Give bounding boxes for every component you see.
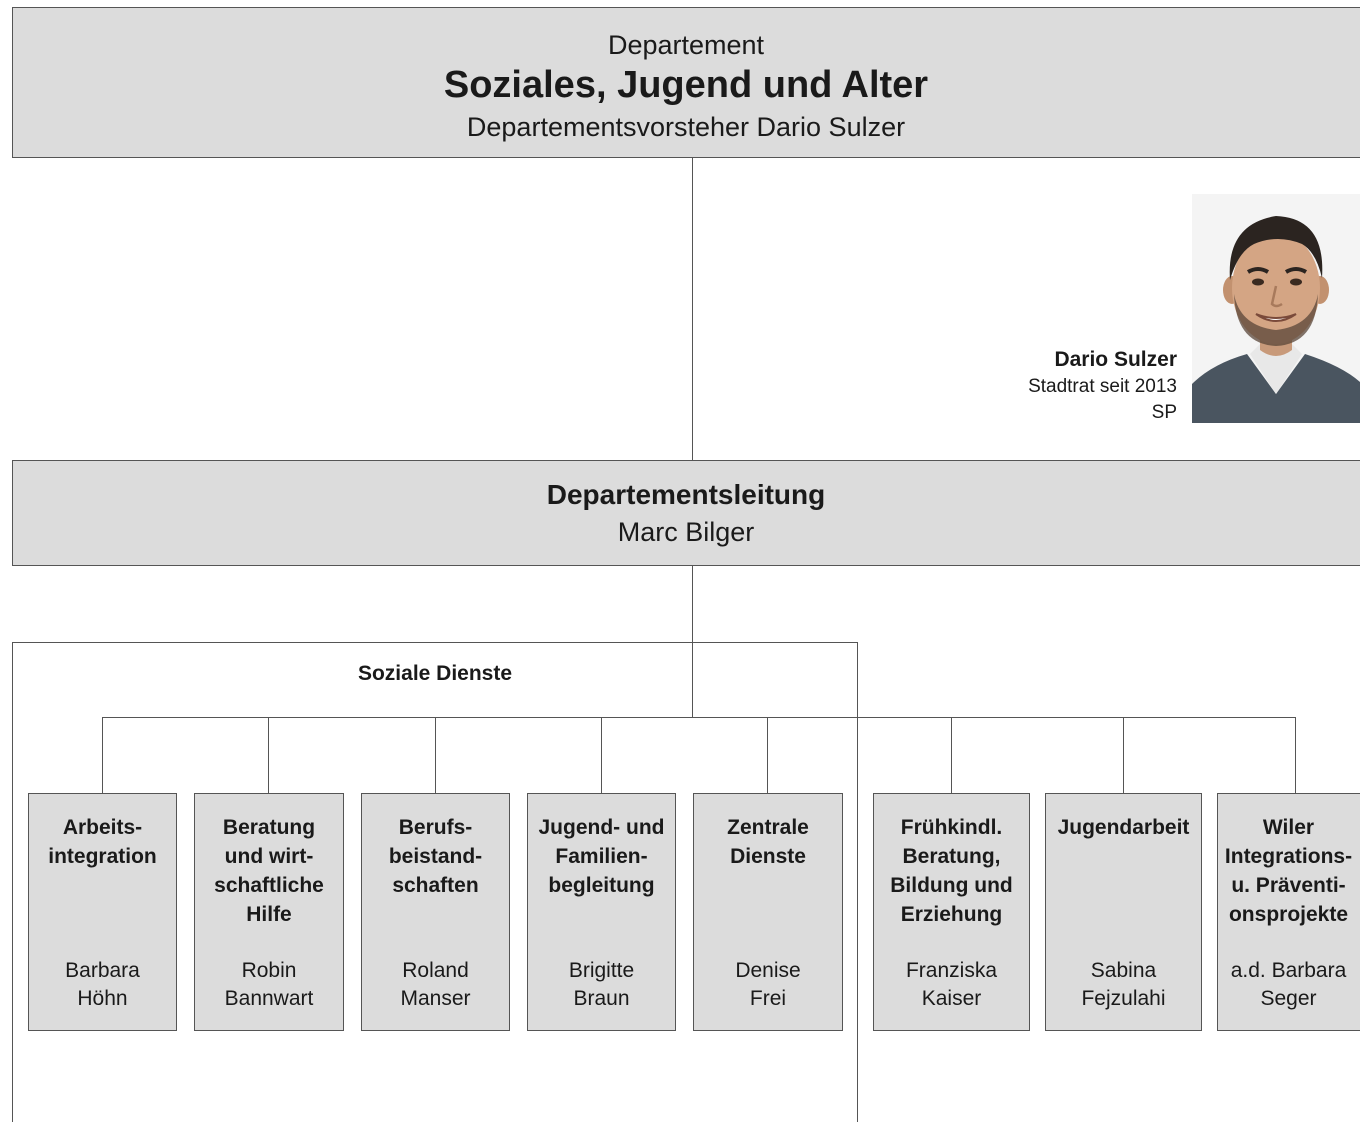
management-title: Departementsleitung: [546, 479, 826, 510]
unit-name-line: Beratung: [222, 816, 316, 839]
unit-name-line: Dienste: [730, 845, 806, 868]
unit-box-fruehkindl-beratung: Frühkindl. Beratung, Bildung und Erziehu…: [873, 793, 1030, 1031]
unit-head: a.d. Barbara Seger: [1218, 957, 1359, 1013]
unit-name-line: Hilfe: [246, 903, 292, 926]
unit-head-line: Franziska: [905, 959, 998, 982]
drop-unit-2: [268, 717, 269, 793]
unit-name-line: Arbeits-: [62, 816, 143, 839]
unit-box-beratung-wirtschaftliche-hilfe: Beratung und wirt- schaftliche Hilfe Rob…: [194, 793, 344, 1031]
unit-name: Jugend- und Familien- begleitung: [528, 813, 675, 900]
unit-head-line: Bannwart: [224, 987, 314, 1010]
drop-unit-7: [1123, 717, 1124, 793]
department-head-line: Departementsvorsteher Dario Sulzer: [466, 112, 906, 142]
unit-head-line: Kaiser: [921, 987, 982, 1010]
unit-name: Zentrale Dienste: [694, 813, 842, 871]
unit-head-line: Denise: [735, 959, 801, 982]
unit-box-berufsbeistandschaften: Berufs- beistand- schaften Roland Manser: [361, 793, 510, 1031]
drop-unit-5: [767, 717, 768, 793]
unit-head: Barbara Höhn: [29, 957, 176, 1013]
management-box: Departementsleitung Marc Bilger: [12, 460, 1360, 566]
portrait-illustration: [1192, 194, 1360, 423]
unit-name-line: Beratung,: [902, 845, 1001, 868]
unit-head-line: Fejzulahi: [1081, 987, 1166, 1010]
unit-name: Arbeits- integration: [29, 813, 176, 871]
councillor-since: Stadtrat seit 2013: [1028, 376, 1177, 397]
unit-head-line: Braun: [573, 987, 630, 1010]
drop-unit-3: [435, 717, 436, 793]
unit-name-line: schaften: [392, 874, 479, 897]
unit-head-line: a.d. Barbara: [1230, 959, 1347, 982]
drop-unit-8: [1295, 717, 1296, 793]
unit-box-jugendarbeit: Jugendarbeit Sabina Fejzulahi: [1045, 793, 1202, 1031]
unit-name-line: Familien-: [555, 845, 648, 868]
unit-name-line: und wirt-: [224, 845, 314, 868]
unit-head-line: Robin: [241, 959, 297, 982]
department-name: Soziales, Jugend und Alter: [443, 64, 929, 106]
unit-name: Jugendarbeit: [1046, 813, 1201, 842]
unit-head: Sabina Fejzulahi: [1046, 957, 1201, 1013]
unit-name: Berufs- beistand- schaften: [362, 813, 509, 900]
unit-head-line: Manser: [400, 987, 471, 1010]
unit-head-line: Brigitte: [568, 959, 635, 982]
unit-head-line: Roland: [402, 959, 469, 982]
unit-name-line: Erziehung: [900, 903, 1003, 926]
unit-head-line: Höhn: [77, 987, 128, 1010]
department-prefix: Departement: [607, 30, 765, 60]
unit-name-line: onsprojekte: [1228, 903, 1349, 926]
unit-head-line: Sabina: [1090, 959, 1157, 982]
unit-head: Denise Frei: [694, 957, 842, 1013]
unit-head: Brigitte Braun: [528, 957, 675, 1013]
unit-head: Roland Manser: [362, 957, 509, 1013]
management-head: Marc Bilger: [617, 517, 755, 547]
unit-name-line: Frühkindl.: [900, 816, 1003, 839]
unit-name-line: schaftliche: [214, 874, 324, 897]
unit-name-line: begleitung: [548, 874, 655, 897]
units-distribution-bar: [102, 717, 1296, 718]
unit-head: Franziska Kaiser: [874, 957, 1029, 1013]
unit-name-line: integration: [48, 845, 157, 868]
unit-name: Wiler Integrations- u. Präventi- onsproj…: [1218, 813, 1359, 929]
unit-box-zentrale-dienste: Zentrale Dienste Denise Frei: [693, 793, 843, 1031]
portrait-photo: [1192, 194, 1360, 423]
unit-name: Beratung und wirt- schaftliche Hilfe: [195, 813, 343, 929]
unit-name-line: Wiler: [1262, 816, 1315, 839]
group-title: Soziale Dienste: [357, 662, 513, 685]
councillor-party: SP: [1151, 402, 1177, 423]
department-box: Departement Soziales, Jugend und Alter D…: [12, 7, 1360, 158]
drop-unit-1: [102, 717, 103, 793]
unit-box-wiler-integrationsprojekte: Wiler Integrations- u. Präventi- onsproj…: [1217, 793, 1360, 1031]
unit-name-line: Berufs-: [398, 816, 473, 839]
unit-name-line: u. Präventi-: [1231, 874, 1346, 897]
unit-head-line: Frei: [749, 987, 787, 1010]
unit-box-jugend-familienbegleitung: Jugend- und Familien- begleitung Brigitt…: [527, 793, 676, 1031]
unit-head: Robin Bannwart: [195, 957, 343, 1013]
unit-head-line: Seger: [1260, 987, 1317, 1010]
unit-name-line: Jugend- und: [538, 816, 665, 839]
group-frame-soziale-dienste: [12, 642, 858, 1122]
unit-name-line: Bildung und: [890, 874, 1013, 897]
connector-management-to-units: [692, 566, 693, 717]
unit-head-line: Barbara: [65, 959, 140, 982]
drop-unit-4: [601, 717, 602, 793]
unit-box-arbeitsintegration: Arbeits- integration Barbara Höhn: [28, 793, 177, 1031]
unit-name-line: beistand-: [388, 845, 483, 868]
councillor-info: Dario Sulzer Stadtrat seit 2013 SP: [1028, 346, 1177, 426]
unit-name-line: Jugendarbeit: [1057, 816, 1190, 839]
councillor-name: Dario Sulzer: [1054, 348, 1177, 371]
unit-name-line: Integrations-: [1224, 845, 1353, 868]
connector-department-to-management: [692, 158, 693, 460]
drop-unit-6: [951, 717, 952, 793]
unit-name-line: Zentrale: [727, 816, 809, 839]
unit-name: Frühkindl. Beratung, Bildung und Erziehu…: [874, 813, 1029, 929]
